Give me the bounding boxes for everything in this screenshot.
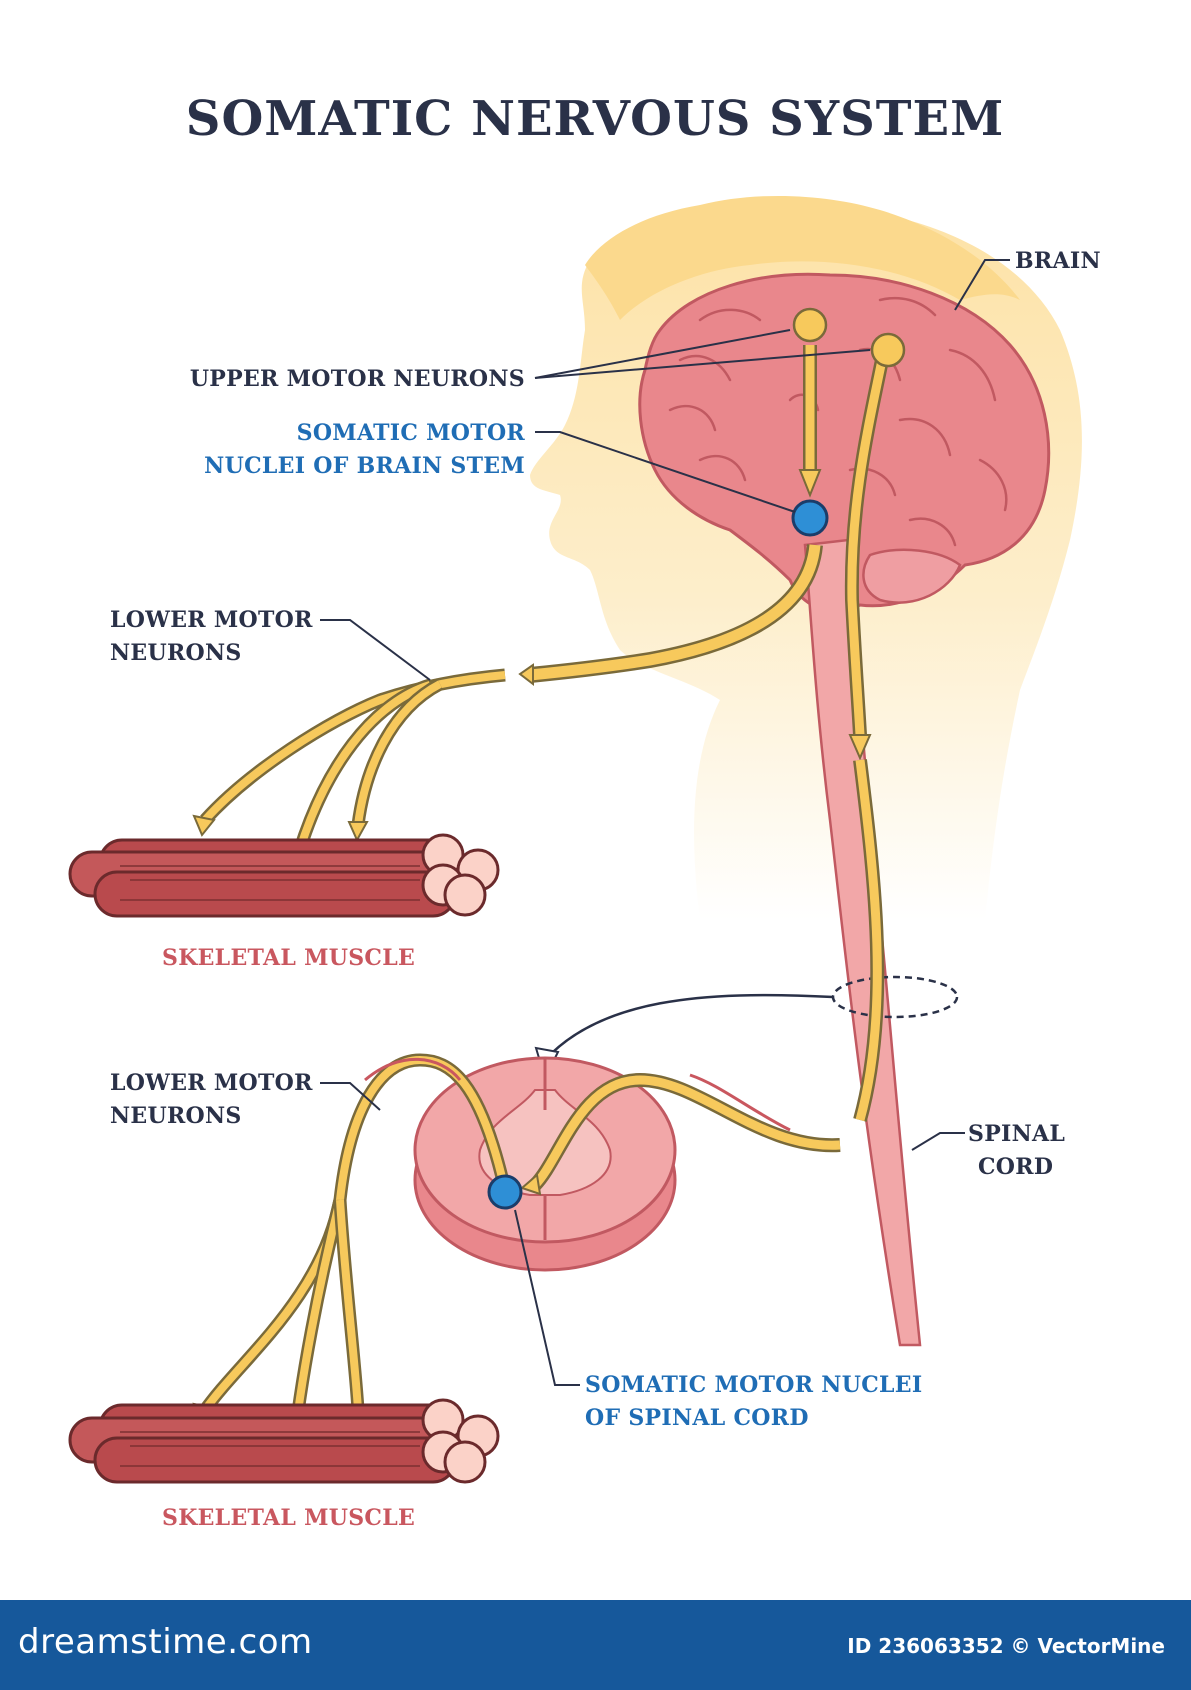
label-skeletal-muscle-top: SKELETAL MUSCLE xyxy=(162,945,415,971)
skeletal-muscle-bottom xyxy=(68,1398,500,1484)
label-spinal-cord-line1: SPINAL xyxy=(968,1121,1065,1147)
lower-motor-neuron-paths-top xyxy=(192,544,823,903)
label-lower-motor-neurons-bottom-line1: LOWER MOTOR xyxy=(110,1070,313,1096)
label-lower-motor-neurons-bottom-line2: NEURONS xyxy=(110,1103,242,1129)
skeletal-muscle-top xyxy=(68,833,500,918)
footer-bar: dreamstime.com ID 236063352 © VectorMine xyxy=(0,1600,1191,1690)
cross-section-arrow xyxy=(544,993,834,1061)
image-id-credit: ID 236063352 © VectorMine xyxy=(847,1634,1165,1658)
label-somatic-motor-spinal-line1: SOMATIC MOTOR NUCLEI xyxy=(585,1372,922,1398)
spinal-nucleus xyxy=(487,1174,523,1210)
label-somatic-motor-brainstem-line2: NUCLEI OF BRAIN STEM xyxy=(204,453,525,479)
upper-motor-neuron-paths xyxy=(792,307,906,1122)
leader-lines xyxy=(320,259,1010,1386)
label-lower-motor-neurons-top-line2: NEURONS xyxy=(110,640,242,666)
label-skeletal-muscle-bottom: SKELETAL MUSCLE xyxy=(162,1505,415,1531)
label-spinal-cord-line2: CORD xyxy=(978,1154,1053,1180)
brainstem-nucleus xyxy=(791,499,829,537)
brain xyxy=(638,272,1051,613)
page-title: SOMATIC NERVOUS SYSTEM xyxy=(186,91,1004,147)
label-lower-motor-neurons-top-line1: LOWER MOTOR xyxy=(110,607,313,633)
dreamstime-logo[interactable]: dreamstime.com xyxy=(18,1622,313,1662)
label-brain: BRAIN xyxy=(1015,248,1101,274)
label-somatic-motor-brainstem-line1: SOMATIC MOTOR xyxy=(297,420,526,446)
label-somatic-motor-spinal-line2: OF SPINAL CORD xyxy=(585,1405,809,1431)
label-upper-motor-neurons: UPPER MOTOR NEURONS xyxy=(190,366,525,392)
